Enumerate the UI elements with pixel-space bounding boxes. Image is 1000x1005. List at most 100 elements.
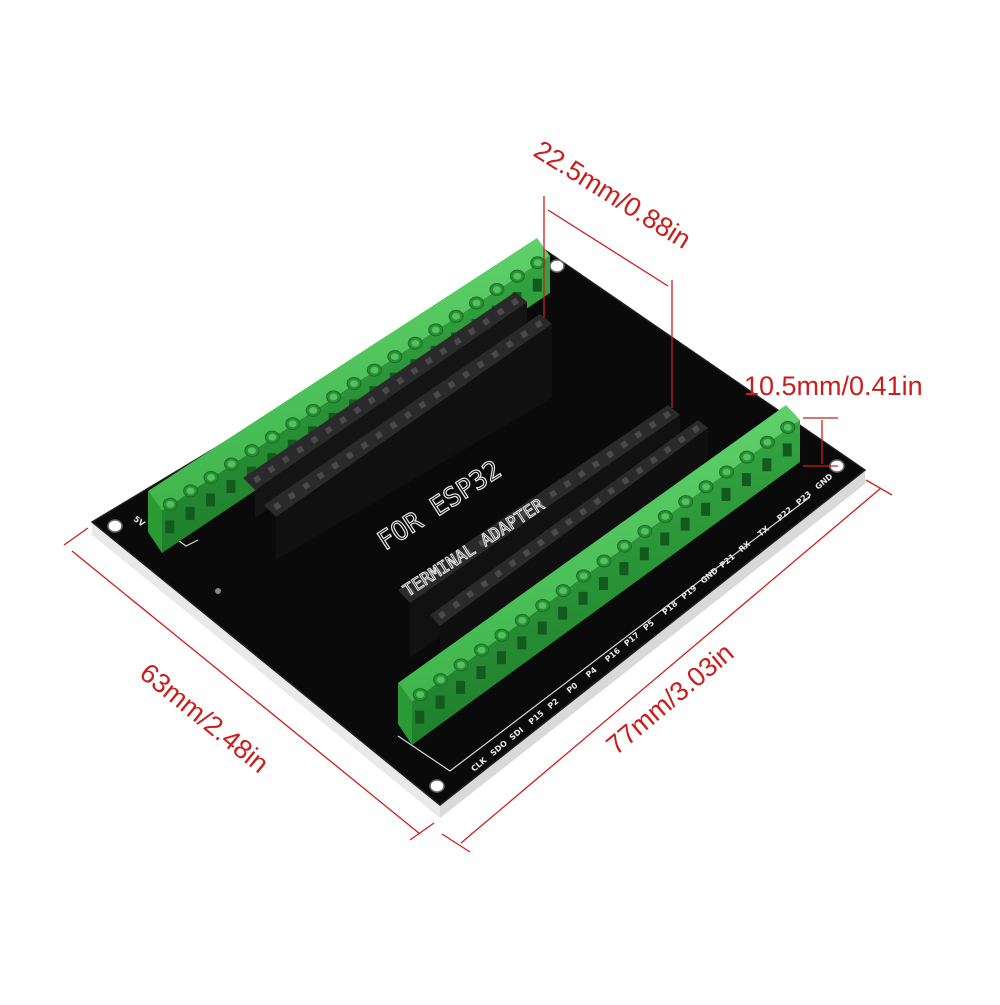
- header-pin-hole: [302, 481, 311, 490]
- terminal-screw: [780, 420, 796, 434]
- header-pin-hole: [505, 340, 514, 349]
- header-pin-hole: [252, 474, 262, 484]
- terminal-screw: [616, 539, 632, 553]
- dimension-board-width: 63mm/2.48in: [134, 657, 274, 779]
- terminal-wire-opening: [476, 666, 486, 680]
- terminal-wire-opening: [537, 621, 547, 635]
- header-pin-hole: [578, 507, 588, 516]
- header-pin-hole: [482, 317, 491, 326]
- header-pin-hole: [496, 307, 505, 316]
- header-pin-hole: [449, 558, 458, 567]
- terminal-wire-opening: [206, 493, 216, 507]
- terminal-wire-opening: [226, 480, 236, 494]
- header-pin-hole: [437, 610, 447, 620]
- header-pin-hole: [410, 366, 419, 375]
- terminal-block-front: [398, 405, 800, 745]
- header-pin-hole: [577, 469, 586, 479]
- terminal-screw: [759, 435, 775, 449]
- terminal-wire-opening: [762, 458, 772, 472]
- header-pin-hole: [466, 590, 475, 599]
- header-pin-hole: [424, 356, 434, 366]
- terminal-screw: [412, 688, 428, 702]
- terminal-wire-opening: [517, 636, 527, 650]
- terminal-screw: [530, 256, 546, 270]
- header-pin-hole: [435, 568, 444, 577]
- dimension-lines: [63, 196, 893, 853]
- header-pin-hole: [662, 410, 672, 420]
- terminal-screw: [162, 497, 178, 511]
- header-pin-hole: [287, 491, 296, 501]
- terminal-wire-opening: [639, 547, 649, 561]
- header-pin-hole: [549, 489, 558, 498]
- header-pin-hole: [281, 455, 290, 464]
- header-pin-hole: [310, 435, 319, 444]
- header-pin-hole: [593, 497, 602, 506]
- terminal-screw: [596, 554, 612, 568]
- header-pin-hole: [563, 479, 572, 488]
- header-pin-hole: [353, 406, 362, 415]
- dimension-header-width: 22.5mm/0.88in: [529, 135, 696, 255]
- header-pin-hole: [534, 319, 543, 329]
- header-pin-hole: [439, 346, 448, 356]
- header-pin-hole: [463, 548, 473, 557]
- header-pin-hole: [453, 337, 462, 346]
- terminal-screw: [203, 470, 219, 484]
- terminal-wire-opening: [435, 695, 445, 709]
- header-pin-hole: [663, 445, 672, 454]
- header-pin-hole: [506, 519, 515, 528]
- header-pin-hole: [267, 465, 276, 474]
- terminal-wire-opening: [680, 517, 690, 531]
- header-pin-hole: [520, 509, 529, 518]
- header-pin-hole: [691, 424, 701, 434]
- terminal-wire-opening: [456, 680, 466, 694]
- terminal-screw: [657, 509, 673, 523]
- header-pin-hole: [273, 501, 282, 511]
- terminal-screw: [469, 296, 485, 310]
- header-pin-hole: [677, 435, 687, 444]
- terminal-screw: [698, 480, 714, 494]
- terminal-screw: [387, 350, 403, 364]
- terminal-screw: [428, 323, 444, 337]
- header-pin-hole: [345, 451, 355, 460]
- terminal-screw: [305, 403, 321, 417]
- terminal-screw: [637, 524, 653, 538]
- header-pin-hole: [522, 548, 531, 558]
- header-pin-hole: [536, 538, 545, 547]
- terminal-wire-opening: [496, 651, 506, 665]
- terminal-screw: [366, 363, 382, 377]
- dimension-terminal-height: 10.5mm/0.41in: [744, 371, 923, 401]
- terminal-wire-opening: [660, 532, 670, 546]
- terminal-screw: [509, 269, 525, 283]
- header-pin-hole: [403, 410, 413, 420]
- header-pin-hole: [490, 350, 500, 359]
- header-pin-hole: [421, 578, 430, 587]
- header-pin-hole: [564, 517, 574, 527]
- header-pin-hole: [508, 559, 517, 568]
- header-pin-hole: [447, 380, 456, 389]
- header-pin-hole: [406, 587, 416, 597]
- header-pin-hole: [520, 329, 529, 339]
- header-pin-hole: [374, 431, 384, 440]
- terminal-screw: [514, 613, 530, 627]
- terminal-wire-opening: [578, 591, 588, 605]
- terminal-screw: [285, 417, 301, 431]
- header-pin-hole: [432, 390, 442, 399]
- header-pin-hole: [389, 420, 398, 430]
- header-pin-hole: [534, 499, 544, 508]
- header-pin-hole: [467, 327, 477, 336]
- terminal-screw: [453, 658, 469, 672]
- terminal-screw: [448, 309, 464, 323]
- terminal-wire-opening: [415, 710, 425, 724]
- header-pin-hole: [494, 569, 503, 578]
- terminal-wire-opening: [721, 487, 731, 501]
- terminal-wire-opening: [701, 502, 711, 516]
- header-pin-hole: [461, 370, 471, 379]
- terminal-screw: [739, 450, 755, 464]
- terminal-screw: [433, 673, 449, 687]
- header-pin-hole: [295, 445, 305, 454]
- terminal-screw: [244, 444, 260, 458]
- terminal-screw: [678, 495, 694, 509]
- terminal-screw: [264, 430, 280, 444]
- terminal-wire-opening: [741, 473, 751, 487]
